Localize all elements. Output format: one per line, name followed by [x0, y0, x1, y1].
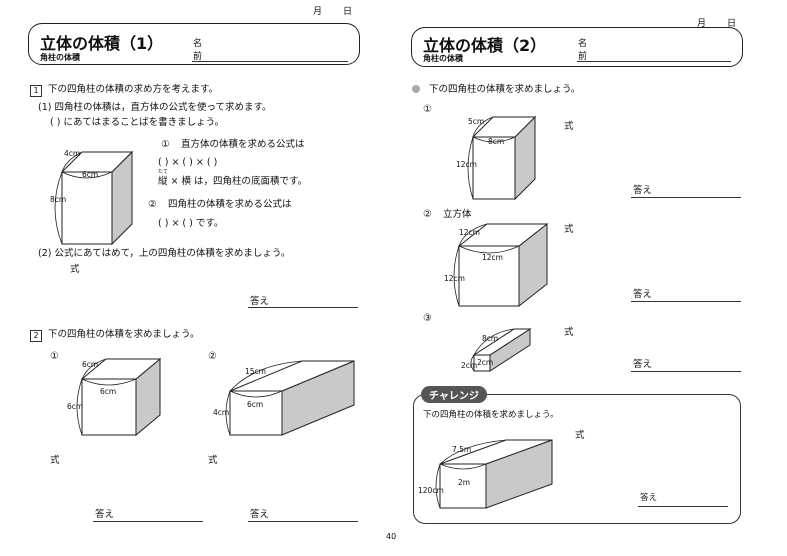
- dim-label: 12cm: [482, 253, 503, 262]
- formula-label: 式: [70, 264, 80, 275]
- name-label-right-2: 前: [578, 52, 588, 62]
- part2-line1: (2) 公式にあてはめて，上の四角柱の体積を求めましょう。: [38, 248, 291, 259]
- prism-figure-r1: [467, 115, 537, 201]
- dim-label: 6cm: [247, 400, 264, 409]
- figure-number: ②: [423, 209, 432, 220]
- title-box-right: [411, 27, 743, 67]
- answer-line[interactable]: [638, 506, 728, 507]
- dim-label: 2cm: [477, 358, 494, 367]
- dim-label: 6cm: [82, 360, 99, 369]
- name-label-left-1: 名: [193, 39, 203, 49]
- dim-label: 8cm: [488, 137, 505, 146]
- prism-figure-r3: [470, 328, 532, 372]
- prism-figure-2-1: [76, 357, 162, 437]
- part1-line2: ( ) にあてはまることばを書きましょう。: [50, 117, 225, 128]
- formula-label: 式: [564, 224, 574, 235]
- answer-label: 答え: [633, 289, 653, 300]
- page-subtitle-right: 角柱の体積: [423, 54, 463, 63]
- prism-figure-q1: [54, 150, 134, 246]
- dim-label: 120cm: [418, 486, 444, 495]
- dim-label: 15cm: [245, 367, 266, 376]
- answer-line[interactable]: [631, 371, 741, 372]
- dim-label: 12cm: [456, 160, 477, 169]
- prism-figure-2-2: [225, 360, 355, 436]
- dim-label: 8cm: [482, 334, 499, 343]
- figure-number: ①: [50, 351, 59, 362]
- formula-label: 式: [575, 430, 585, 441]
- answer-label: 答え: [250, 509, 270, 520]
- page-title-right: 立体の体積（2）: [423, 36, 547, 55]
- challenge-text: 下の四角柱の体積を求めましょう。: [423, 410, 559, 420]
- part1-line1: (1) 四角柱の体積は，直方体の公式を使って求めます。: [38, 102, 272, 113]
- date-month-right: 月: [697, 19, 707, 29]
- sub2-text: 四角柱の体積を求める公式は: [168, 199, 292, 210]
- page-subtitle-left: 角柱の体積: [40, 53, 80, 62]
- page-title-left: 立体の体積（1）: [40, 34, 164, 53]
- sub1-blanks: ( ) × ( ) × ( ): [158, 157, 218, 168]
- dim-label: 4cm: [64, 149, 81, 158]
- sub1-number: ①: [161, 139, 170, 150]
- formula-label: 式: [564, 327, 574, 338]
- dim-label: 12cm: [459, 228, 480, 237]
- answer-line[interactable]: [248, 307, 358, 308]
- answer-line[interactable]: [631, 301, 741, 302]
- name-label-right-1: 名: [578, 39, 588, 49]
- page-number: 40: [386, 532, 397, 541]
- answer-label: 答え: [633, 185, 653, 196]
- dim-label: 7.5m: [452, 445, 472, 454]
- challenge-tag: チャレンジ: [421, 386, 487, 403]
- sub2-number: ②: [148, 199, 157, 210]
- figure-number: ③: [423, 313, 432, 324]
- dim-label: 5cm: [468, 117, 485, 126]
- formula-label: 式: [50, 455, 60, 466]
- dim-label: 6cm: [67, 402, 84, 411]
- date-day-right: 日: [727, 19, 737, 29]
- answer-label: 答え: [95, 509, 115, 520]
- answer-line[interactable]: [631, 197, 741, 198]
- formula-label: 式: [564, 121, 574, 132]
- answer-label: 答え: [640, 493, 658, 503]
- answer-label: 答え: [250, 296, 270, 307]
- bullet-dot: [412, 85, 420, 93]
- dim-label: 6cm: [82, 170, 99, 179]
- date-day-left: 日: [343, 7, 353, 17]
- dim-label: 4cm: [213, 408, 230, 417]
- question-number-box: 2: [30, 330, 42, 342]
- answer-label: 答え: [633, 359, 653, 370]
- dim-label: 12cm: [444, 274, 465, 283]
- answer-line[interactable]: [248, 521, 358, 522]
- sub1-note: 縦 × 横 は，四角柱の底面積です。: [158, 176, 308, 187]
- cube-label: 立方体: [443, 209, 472, 220]
- sub1-text: 直方体の体積を求める公式は: [181, 139, 305, 150]
- name-underline-left: [192, 61, 348, 62]
- prism-figure-challenge: [435, 439, 553, 509]
- name-underline-right: [577, 61, 731, 62]
- figure-number: ①: [423, 104, 432, 115]
- figure-number: ②: [208, 351, 217, 362]
- sub2-blanks: ( ) × ( ) です。: [158, 218, 224, 229]
- answer-line[interactable]: [93, 521, 203, 522]
- question-intro-right: 下の四角柱の体積を求めましょう。: [429, 84, 581, 95]
- question-intro: 下の四角柱の体積の求め方を考えます。: [48, 84, 219, 95]
- date-month-left: 月: [313, 7, 323, 17]
- question-number-box: 1: [30, 85, 42, 97]
- ruby-tate: たて: [158, 169, 169, 175]
- dim-label: 2m: [458, 478, 471, 487]
- dim-label: 2cm: [461, 361, 478, 370]
- name-label-left-2: 前: [193, 52, 203, 62]
- question-intro: 下の四角柱の体積を求めましょう。: [48, 329, 200, 340]
- dim-label: 6cm: [100, 387, 117, 396]
- formula-label: 式: [208, 455, 218, 466]
- cube-figure-r2: [453, 222, 549, 308]
- title-box-left: [28, 23, 360, 65]
- dim-label: 8cm: [50, 195, 67, 204]
